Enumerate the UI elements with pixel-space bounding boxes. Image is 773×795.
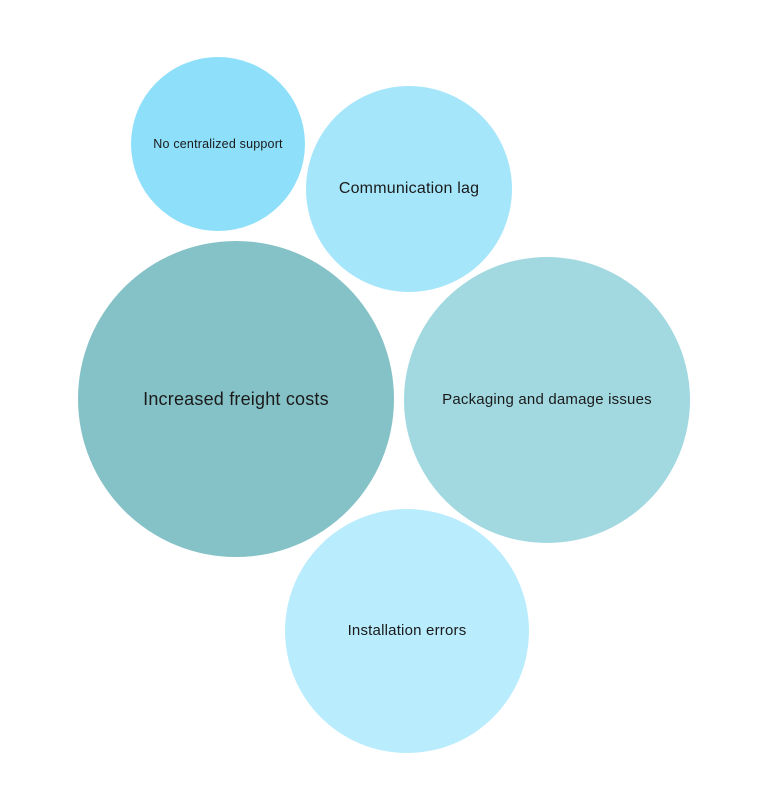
bubble-label-packaging-and-damage-issues: Packaging and damage issues xyxy=(442,391,652,409)
bubble-label-installation-errors: Installation errors xyxy=(347,622,467,640)
bubble-label-increased-freight-costs: Increased freight costs xyxy=(143,388,329,409)
bubble-communication-lag[interactable]: Communication lag xyxy=(306,86,512,292)
bubble-label-no-centralized-support: No centralized support xyxy=(153,136,283,151)
bubble-no-centralized-support[interactable]: No centralized support xyxy=(131,57,305,231)
bubble-packaging-and-damage-issues[interactable]: Packaging and damage issues xyxy=(404,257,690,543)
bubble-increased-freight-costs[interactable]: Increased freight costs xyxy=(78,241,394,557)
bubble-installation-errors[interactable]: Installation errors xyxy=(285,509,529,753)
bubble-label-communication-lag: Communication lag xyxy=(338,179,480,197)
